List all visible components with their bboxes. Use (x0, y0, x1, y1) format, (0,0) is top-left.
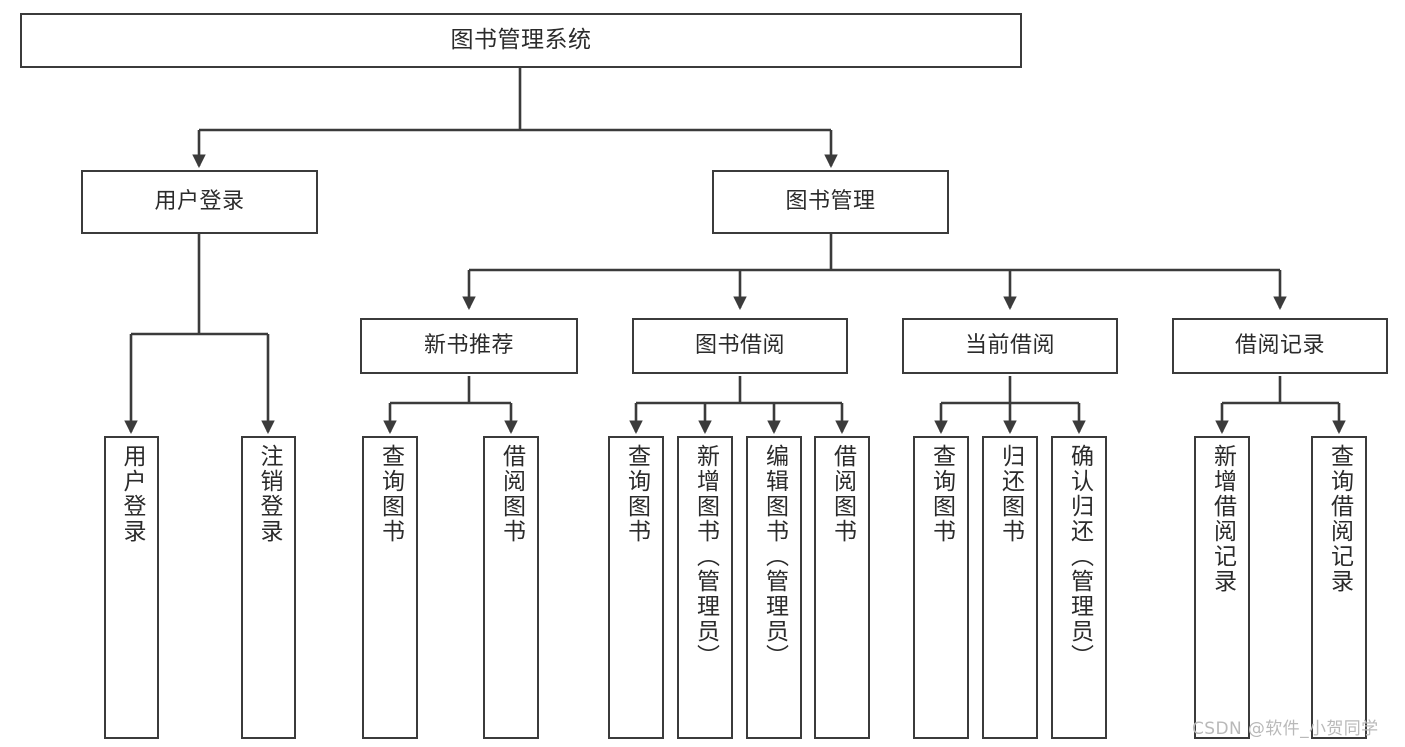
node-borrow-record[interactable]: 借阅记录 (1172, 318, 1388, 374)
node-label: 新书推荐 (423, 332, 514, 358)
node-leaf-confirm-return[interactable]: 确认归还（管理员） (1051, 436, 1107, 739)
node-leaf-query-book-2[interactable]: 查询图书 (608, 436, 664, 739)
node-leaf-edit-book[interactable]: 编辑图书（管理员） (746, 436, 802, 739)
node-book-management[interactable]: 图书管理 (712, 170, 949, 234)
node-label: 当前借阅 (964, 332, 1055, 358)
node-leaf-logout[interactable]: 注销登录 (241, 436, 296, 739)
node-leaf-borrow-book-1[interactable]: 借阅图书 (483, 436, 539, 739)
node-label: 新增借阅记录 (1209, 444, 1236, 594)
node-book-borrow[interactable]: 图书借阅 (632, 318, 848, 374)
node-label: 查询图书 (928, 444, 955, 544)
csdn-watermark: CSDN @软件_小贺同学 (1192, 719, 1379, 739)
node-label: 编辑图书（管理员） (761, 444, 788, 669)
node-user-login[interactable]: 用户登录 (81, 170, 318, 234)
node-label: 用户登录 (119, 444, 145, 544)
node-new-book-recommend[interactable]: 新书推荐 (360, 318, 578, 374)
node-label: 借阅图书 (829, 444, 856, 544)
node-label: 查询借阅记录 (1326, 444, 1353, 594)
node-leaf-add-book[interactable]: 新增图书（管理员） (677, 436, 733, 739)
node-label: 图书管理 (785, 188, 876, 214)
node-label: 借阅图书 (498, 444, 525, 544)
node-leaf-add-record[interactable]: 新增借阅记录 (1194, 436, 1250, 739)
node-label: 查询图书 (377, 444, 404, 544)
node-leaf-borrow-book-2[interactable]: 借阅图书 (814, 436, 870, 739)
node-label: 归还图书 (997, 444, 1024, 544)
node-label: 新增图书（管理员） (692, 444, 719, 669)
node-leaf-user-login[interactable]: 用户登录 (104, 436, 159, 739)
node-label: 确认归还（管理员） (1066, 444, 1093, 669)
node-current-borrow[interactable]: 当前借阅 (902, 318, 1118, 374)
node-label: 查询图书 (623, 444, 650, 544)
node-label: 图书借阅 (694, 332, 785, 358)
node-root-book-management-system[interactable]: 图书管理系统 (20, 13, 1022, 68)
node-label: 借阅记录 (1234, 332, 1325, 358)
node-label: 用户登录 (154, 188, 245, 214)
node-label: 图书管理系统 (450, 26, 592, 53)
node-leaf-return-book[interactable]: 归还图书 (982, 436, 1038, 739)
node-leaf-query-book-1[interactable]: 查询图书 (362, 436, 418, 739)
node-leaf-query-book-3[interactable]: 查询图书 (913, 436, 969, 739)
node-leaf-query-record[interactable]: 查询借阅记录 (1311, 436, 1367, 739)
node-label: 注销登录 (256, 444, 282, 544)
